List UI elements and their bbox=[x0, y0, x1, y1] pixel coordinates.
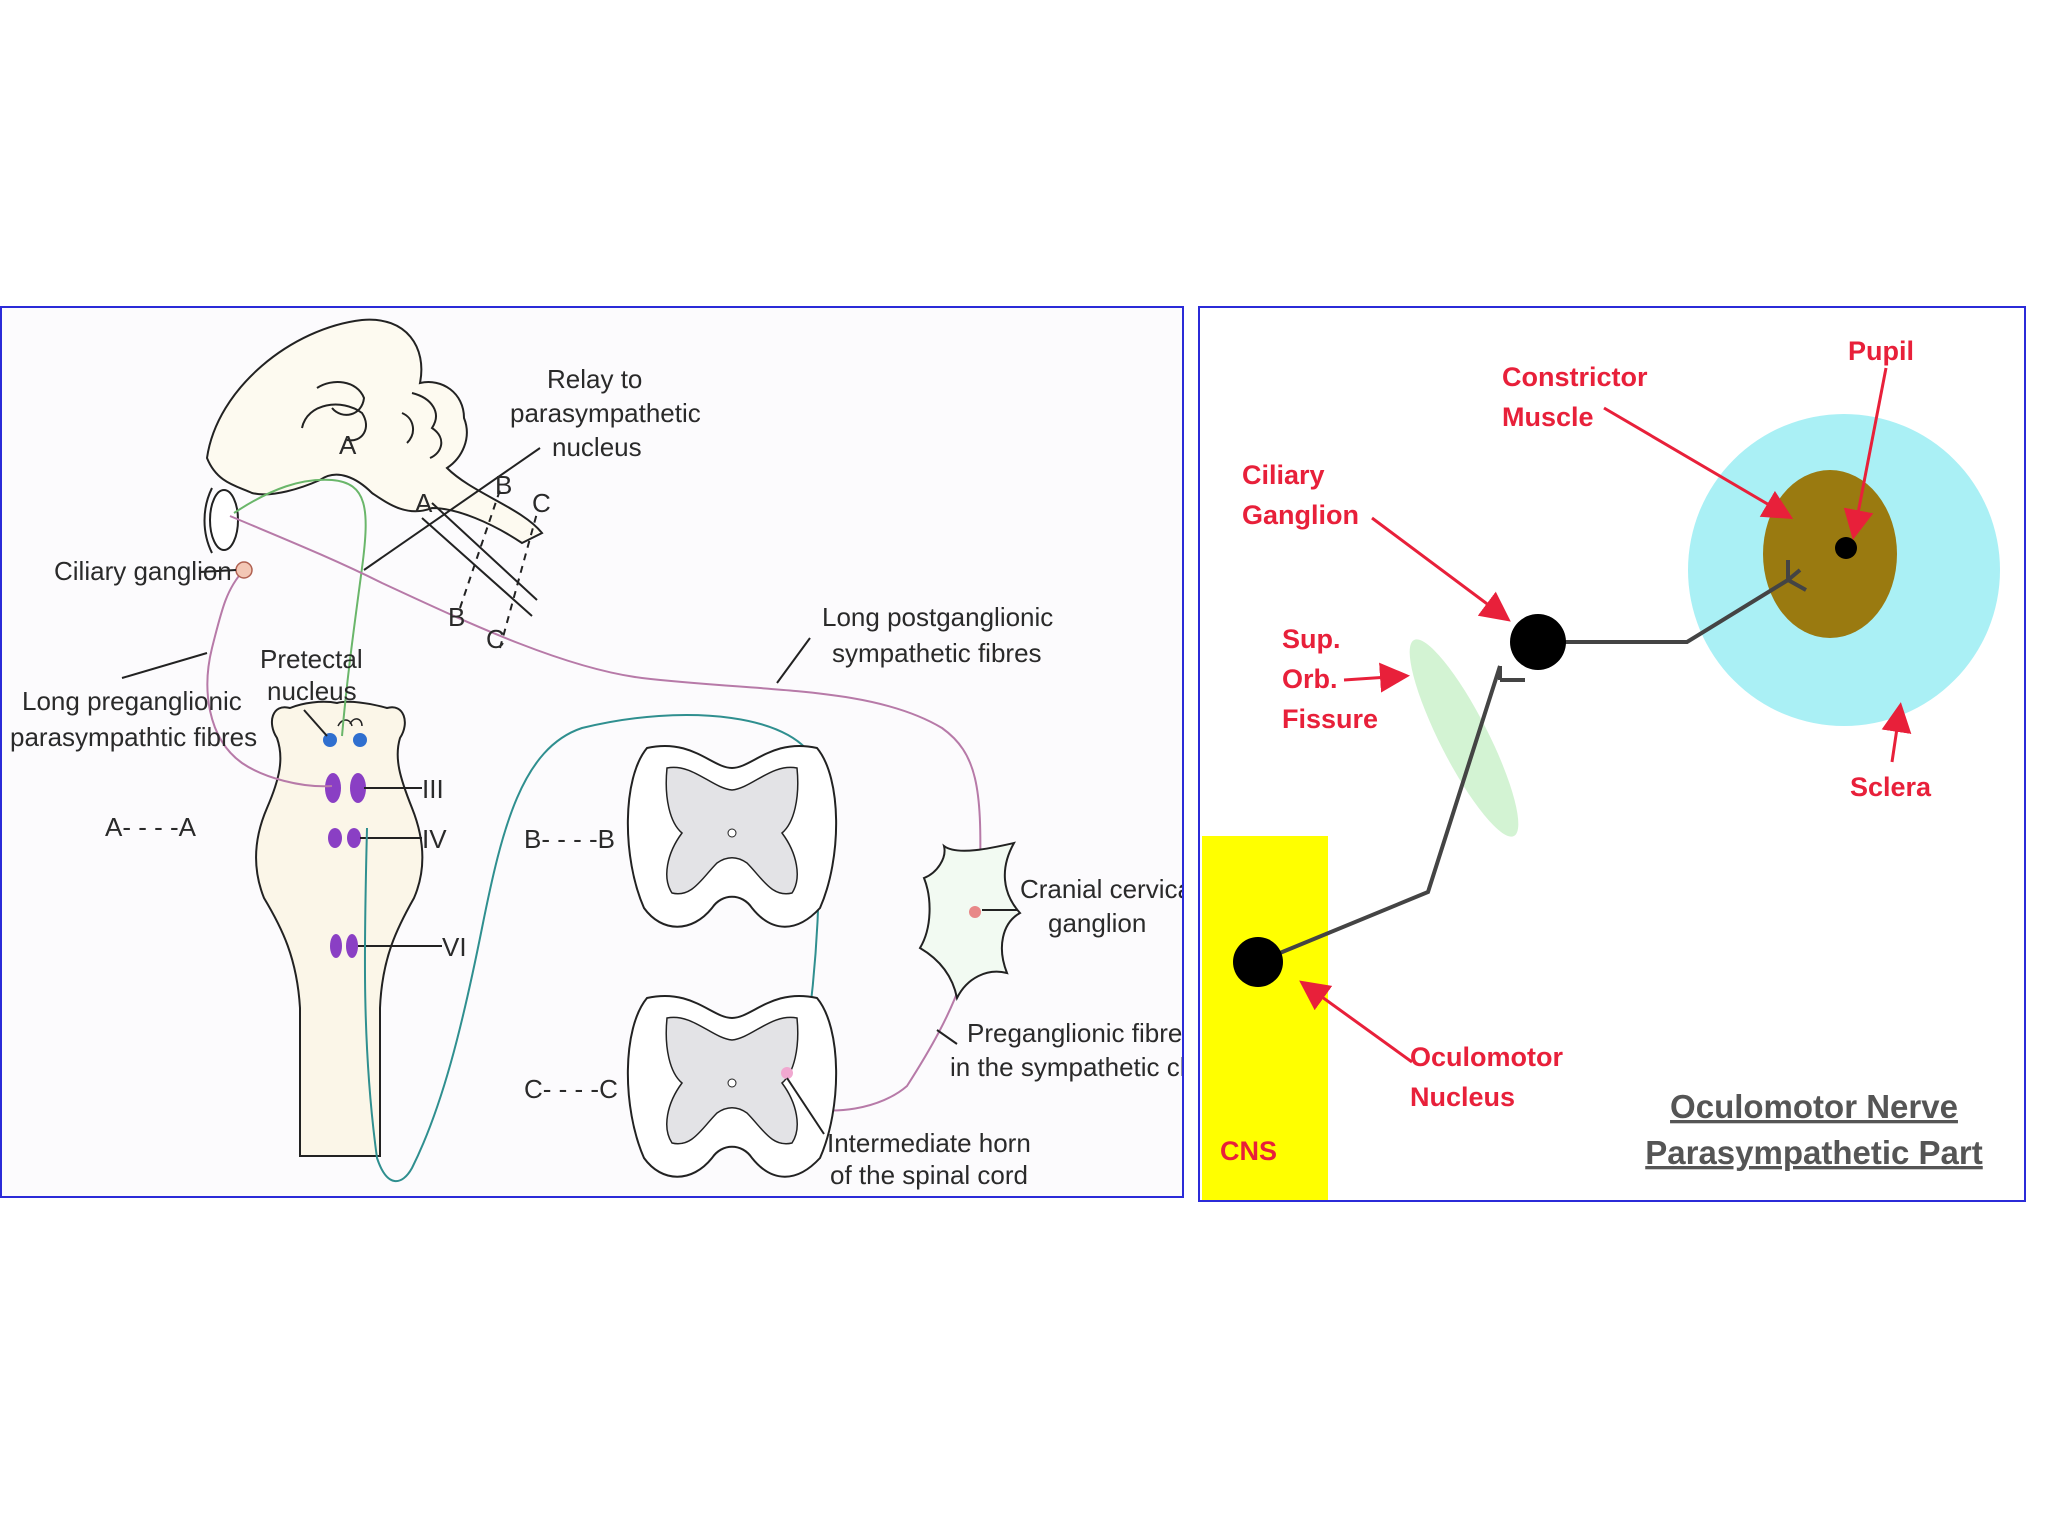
diagram-title-line-2: Parasympathetic Part bbox=[1645, 1134, 1983, 1171]
nerve-iv-label: IV bbox=[422, 824, 447, 854]
intermediate-horn-label-1: Intermediate horn bbox=[827, 1128, 1031, 1158]
cut-b-top-label: B bbox=[495, 470, 512, 500]
relay-label-1: Relay to bbox=[547, 364, 642, 394]
section-c-label: C- - - -C bbox=[524, 1074, 618, 1104]
ciliary-ganglion-node bbox=[1510, 614, 1566, 670]
cerebellum-folds bbox=[316, 381, 443, 459]
cut-c-top-label: C bbox=[532, 488, 551, 518]
right-diagram-svg: Constrictor Muscle Pupil Ciliary Ganglio… bbox=[1202, 336, 2000, 1200]
sympathetic-postganglionic-pathway bbox=[229, 515, 982, 1112]
spinal-section-c bbox=[626, 995, 838, 1178]
constrictor-label-2: Muscle bbox=[1502, 402, 1594, 432]
nerve-iii-label: III bbox=[422, 774, 444, 804]
intermediate-horn-pointer bbox=[786, 1077, 825, 1135]
long-pre-pointer bbox=[121, 652, 208, 679]
pretectal-pathway bbox=[233, 478, 367, 737]
cranial-cervical-label-1: Cranial cervical bbox=[1020, 874, 1184, 904]
sup-orb-fissure-shape bbox=[1409, 639, 1519, 837]
muscle-fork bbox=[1786, 560, 1807, 592]
sup-orb-label-1: Sup. bbox=[1282, 624, 1341, 654]
postganglionic-nerve bbox=[1538, 578, 1790, 644]
intermediate-horn-node bbox=[781, 1067, 793, 1079]
synapse-fork bbox=[1498, 666, 1525, 682]
constrictor-label-1: Constrictor bbox=[1502, 362, 1648, 392]
cut-line-c bbox=[499, 512, 538, 649]
relay-label-2: parasympathetic bbox=[510, 398, 701, 428]
sclera-arrow bbox=[1881, 702, 1912, 763]
cut-line-relay bbox=[363, 447, 541, 571]
section-a-label: A- - - -A bbox=[105, 812, 197, 842]
cns-label: CNS bbox=[1220, 1136, 1277, 1166]
brainstem-outline bbox=[255, 700, 424, 1157]
oculomotor-label-1: Oculomotor bbox=[1410, 1042, 1563, 1072]
long-pre-label-2: parasympathtic fibres bbox=[10, 722, 257, 752]
cranial-cervical-label-2: ganglion bbox=[1048, 908, 1146, 938]
cns-region bbox=[1202, 836, 1328, 1200]
spinal-section-b bbox=[626, 745, 838, 928]
long-pre-label-1: Long preganglionic bbox=[22, 686, 242, 716]
brainstem-nerve-line bbox=[431, 502, 538, 601]
oculomotor-label-2: Nucleus bbox=[1410, 1082, 1515, 1112]
iris-ellipse bbox=[1763, 470, 1897, 638]
preganglionic-chain-pointer bbox=[936, 1029, 958, 1045]
fissure-arrow bbox=[1343, 662, 1410, 693]
sympathetic-preganglionic-pathway bbox=[363, 714, 821, 1183]
long-post-label-2: sympathetic fibres bbox=[832, 638, 1042, 668]
diagram-title-line-1: Oculomotor Nerve bbox=[1670, 1088, 1958, 1125]
corpus-callosum bbox=[301, 403, 367, 442]
cut-b-bottom-label: B bbox=[448, 602, 465, 632]
pretectal-dots bbox=[323, 733, 367, 747]
constrictor-arrow bbox=[1603, 406, 1794, 520]
nucleus-iii bbox=[325, 773, 366, 803]
brain-outline bbox=[205, 318, 544, 545]
section-b-label: B- - - -B bbox=[524, 824, 615, 854]
ciliary-label-2: Ganglion bbox=[1242, 500, 1359, 530]
cut-a2-label: A bbox=[415, 488, 433, 518]
ocular-pathways-diagram: Relay to parasympathetic nucleus Ciliary… bbox=[0, 306, 1184, 1198]
cut-a1-label: A bbox=[339, 430, 357, 460]
optic-curve bbox=[203, 487, 213, 554]
sclera-label: Sclera bbox=[1850, 772, 1932, 802]
pupil-label: Pupil bbox=[1848, 336, 1914, 366]
pretectal-label-1: Pretectal bbox=[260, 644, 363, 674]
parasympathetic-pathway bbox=[206, 569, 333, 788]
preganglionic-chain-label-1: Preganglionic fibres bbox=[967, 1018, 1184, 1048]
cut-c-bottom-label: C bbox=[486, 624, 505, 654]
oculomotor-preganglionic-nerve bbox=[1257, 665, 1502, 964]
nerve-vi-label: VI bbox=[442, 932, 467, 962]
nucleus-iv bbox=[328, 828, 361, 848]
oculomotor-nucleus-node bbox=[1233, 937, 1283, 987]
sup-orb-label-3: Fissure bbox=[1282, 704, 1378, 734]
cranial-cervical-node bbox=[969, 906, 981, 918]
oculomotor-arrow bbox=[1299, 980, 1413, 1064]
long-post-label-1: Long postganglionic bbox=[822, 602, 1053, 632]
ciliary-ganglion-node bbox=[235, 561, 253, 579]
long-post-pointer bbox=[776, 637, 811, 684]
pretectal-label-2: nucleus bbox=[267, 676, 357, 706]
pupil-arrow bbox=[1843, 367, 1888, 540]
ciliary-arrow bbox=[1371, 516, 1511, 622]
intermediate-horn-label-2: of the spinal cord bbox=[830, 1160, 1028, 1190]
ciliary-ganglion-label: Ciliary ganglion bbox=[54, 556, 232, 586]
pupil-dot bbox=[1835, 537, 1857, 559]
ciliary-label-1: Ciliary bbox=[1242, 460, 1325, 490]
preganglionic-chain-label-2: in the sympathetic chain bbox=[950, 1052, 1184, 1082]
relay-label-3: nucleus bbox=[552, 432, 642, 462]
eyeball bbox=[209, 489, 239, 551]
brainstem-nerve-line-2 bbox=[421, 517, 533, 617]
sup-orb-label-2: Orb. bbox=[1282, 664, 1338, 694]
cranial-cervical-ganglion-shape bbox=[918, 841, 1022, 1002]
nucleus-vi bbox=[330, 934, 358, 958]
oculomotor-parasympathetic-diagram: Constrictor Muscle Pupil Ciliary Ganglio… bbox=[1198, 306, 2026, 1202]
pretectal-pointer bbox=[303, 709, 328, 737]
left-diagram-svg: Relay to parasympathetic nucleus Ciliary… bbox=[10, 318, 1184, 1190]
